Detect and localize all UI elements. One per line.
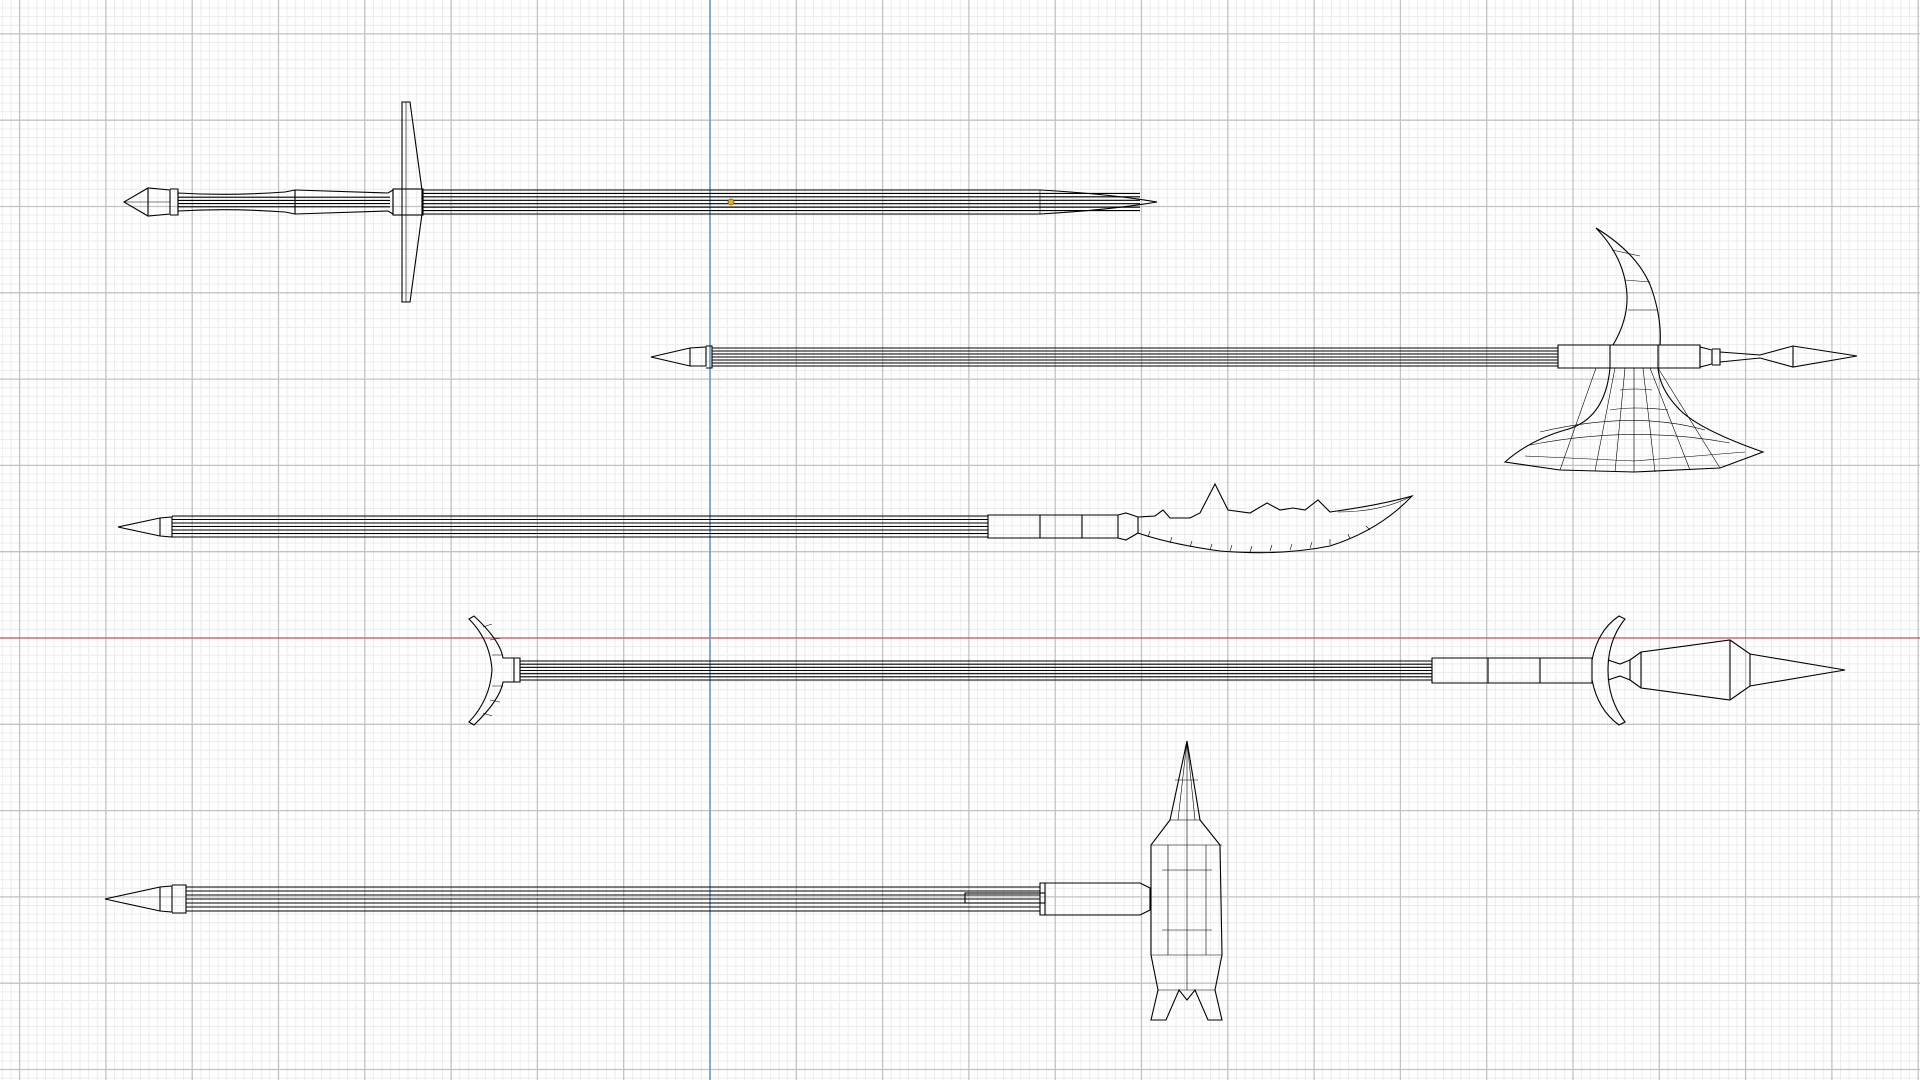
pivot-point[interactable]: [727, 198, 735, 206]
halberd-model[interactable]: [650, 227, 1858, 473]
sword-model[interactable]: [122, 101, 1158, 303]
crescent-spear-model[interactable]: [468, 615, 1846, 726]
war-hammer-model[interactable]: [104, 740, 1223, 1021]
glaive-model[interactable]: [117, 482, 1414, 554]
